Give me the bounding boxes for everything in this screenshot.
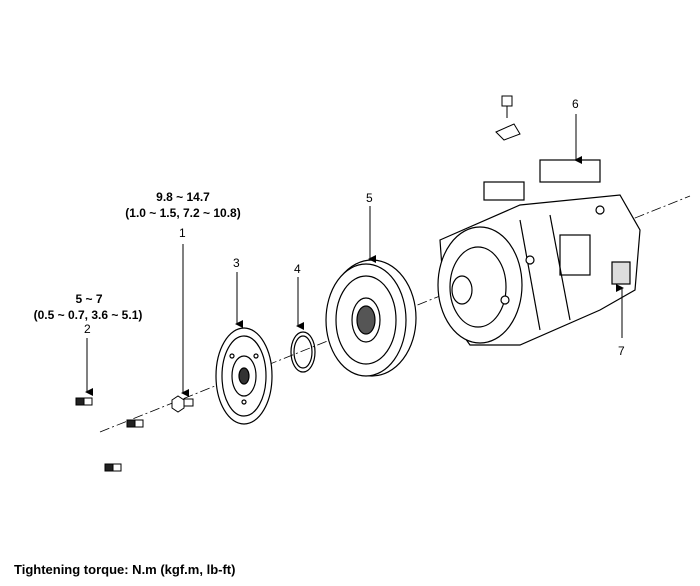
callout-number-7: 7 [618, 344, 625, 358]
bracket-with-bolt [495, 95, 521, 141]
bolt-part-2-upper [75, 397, 93, 406]
torque-alt-part-1: (1.0 ~ 1.5, 7.2 ~ 10.8) [125, 206, 241, 220]
torque-nm-part-1: 9.8 ~ 14.7 [156, 190, 210, 204]
torque-nm-part-2: 5 ~ 7 [75, 292, 103, 306]
clutch-disc-part-3 [215, 327, 273, 425]
callout-number-2: 2 [84, 322, 91, 336]
bolt-part-2-middle [126, 419, 144, 428]
callout-number-3: 3 [233, 256, 240, 270]
compressor-body [437, 159, 641, 346]
bolt-part-2-lower [104, 463, 122, 472]
tightening-torque-note: Tightening torque: N.m (kgf.m, lb-ft) [14, 562, 236, 577]
pulley-part-5 [325, 259, 417, 377]
bolt-part-1 [171, 395, 194, 413]
callout-number-6: 6 [572, 97, 579, 111]
callout-number-4: 4 [294, 262, 301, 276]
snap-ring-part-4 [290, 331, 316, 373]
torque-alt-part-2: (0.5 ~ 0.7, 3.6 ~ 5.1) [33, 308, 143, 322]
callout-number-5: 5 [366, 191, 373, 205]
callout-number-1: 1 [179, 226, 186, 240]
